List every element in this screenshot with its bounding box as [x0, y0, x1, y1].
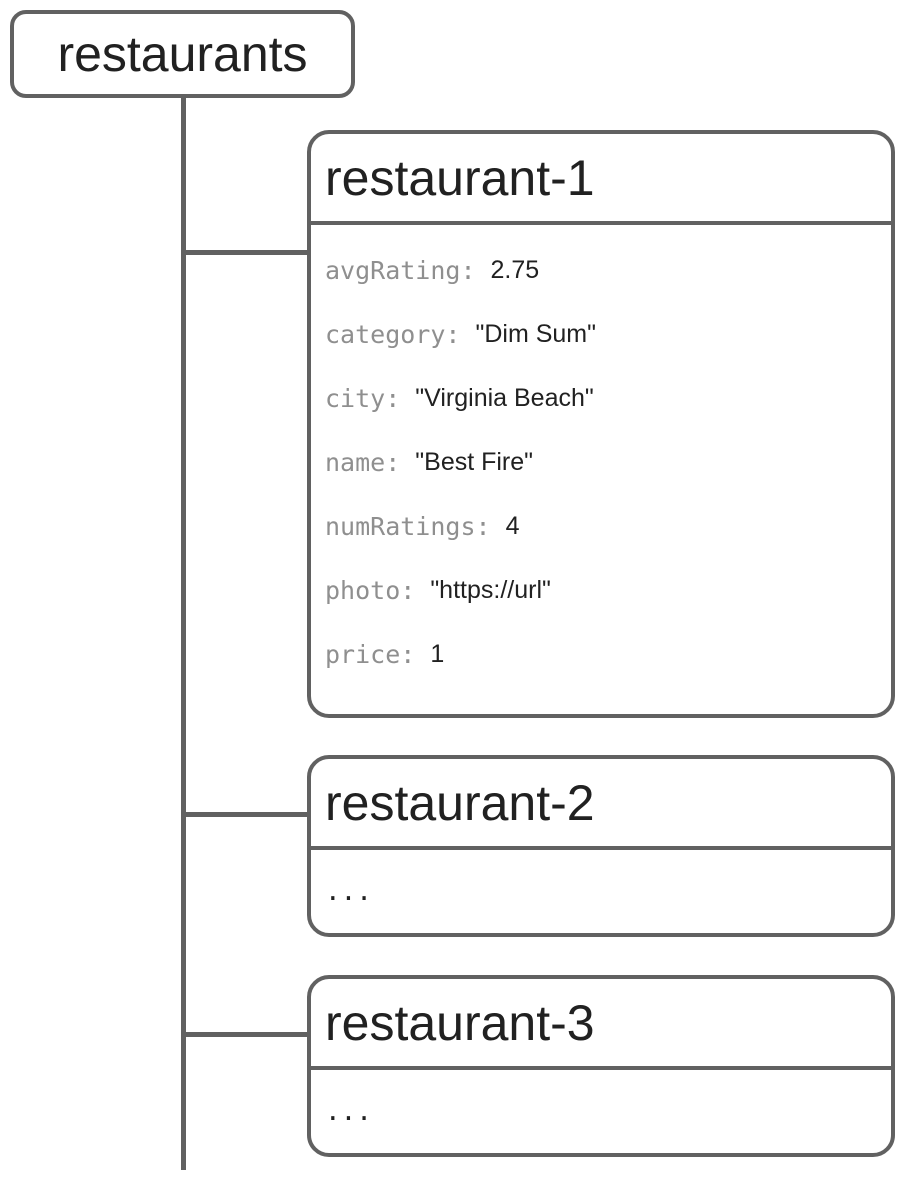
collection-node-restaurants: restaurants — [10, 10, 355, 98]
field-key: city: — [325, 383, 401, 413]
field-value: "Best Fire" — [415, 447, 534, 476]
tree-trunk-line — [181, 98, 186, 1170]
document-fields: avgRating: 2.75 category: "Dim Sum" city… — [311, 225, 891, 714]
field-row: photo: "https://url" — [325, 558, 881, 622]
document-card-restaurant-3: restaurant-3 ... — [307, 975, 895, 1157]
field-key: avgRating: — [325, 255, 476, 285]
document-title: restaurant-2 — [311, 759, 891, 850]
field-value: "Virginia Beach" — [415, 383, 594, 412]
field-key: numRatings: — [325, 511, 491, 541]
field-row: price: 1 — [325, 622, 881, 686]
connector-line-restaurant-3 — [181, 1032, 308, 1037]
field-row: category: "Dim Sum" — [325, 302, 881, 366]
field-row: numRatings: 4 — [325, 494, 881, 558]
field-key: category: — [325, 319, 461, 349]
field-value: "Dim Sum" — [475, 319, 597, 348]
field-key: price: — [325, 639, 416, 669]
document-title: restaurant-3 — [311, 979, 891, 1070]
document-card-restaurant-1: restaurant-1 avgRating: 2.75 category: "… — [307, 130, 895, 718]
field-row: city: "Virginia Beach" — [325, 366, 881, 430]
document-collapsed-placeholder: ... — [325, 876, 372, 907]
field-row: name: "Best Fire" — [325, 430, 881, 494]
field-value: 1 — [430, 639, 445, 668]
document-collapsed-placeholder: ... — [325, 1096, 372, 1127]
field-value: "https://url" — [430, 575, 551, 604]
document-card-restaurant-2: restaurant-2 ... — [307, 755, 895, 937]
document-title: restaurant-1 — [311, 134, 891, 225]
field-value: 2.75 — [490, 255, 540, 284]
field-value: 4 — [505, 511, 520, 540]
connector-line-restaurant-2 — [181, 812, 308, 817]
field-key: photo: — [325, 575, 416, 605]
connector-line-restaurant-1 — [181, 250, 308, 255]
field-row: avgRating: 2.75 — [325, 238, 881, 302]
field-key: name: — [325, 447, 401, 477]
collection-label: restaurants — [57, 26, 308, 82]
